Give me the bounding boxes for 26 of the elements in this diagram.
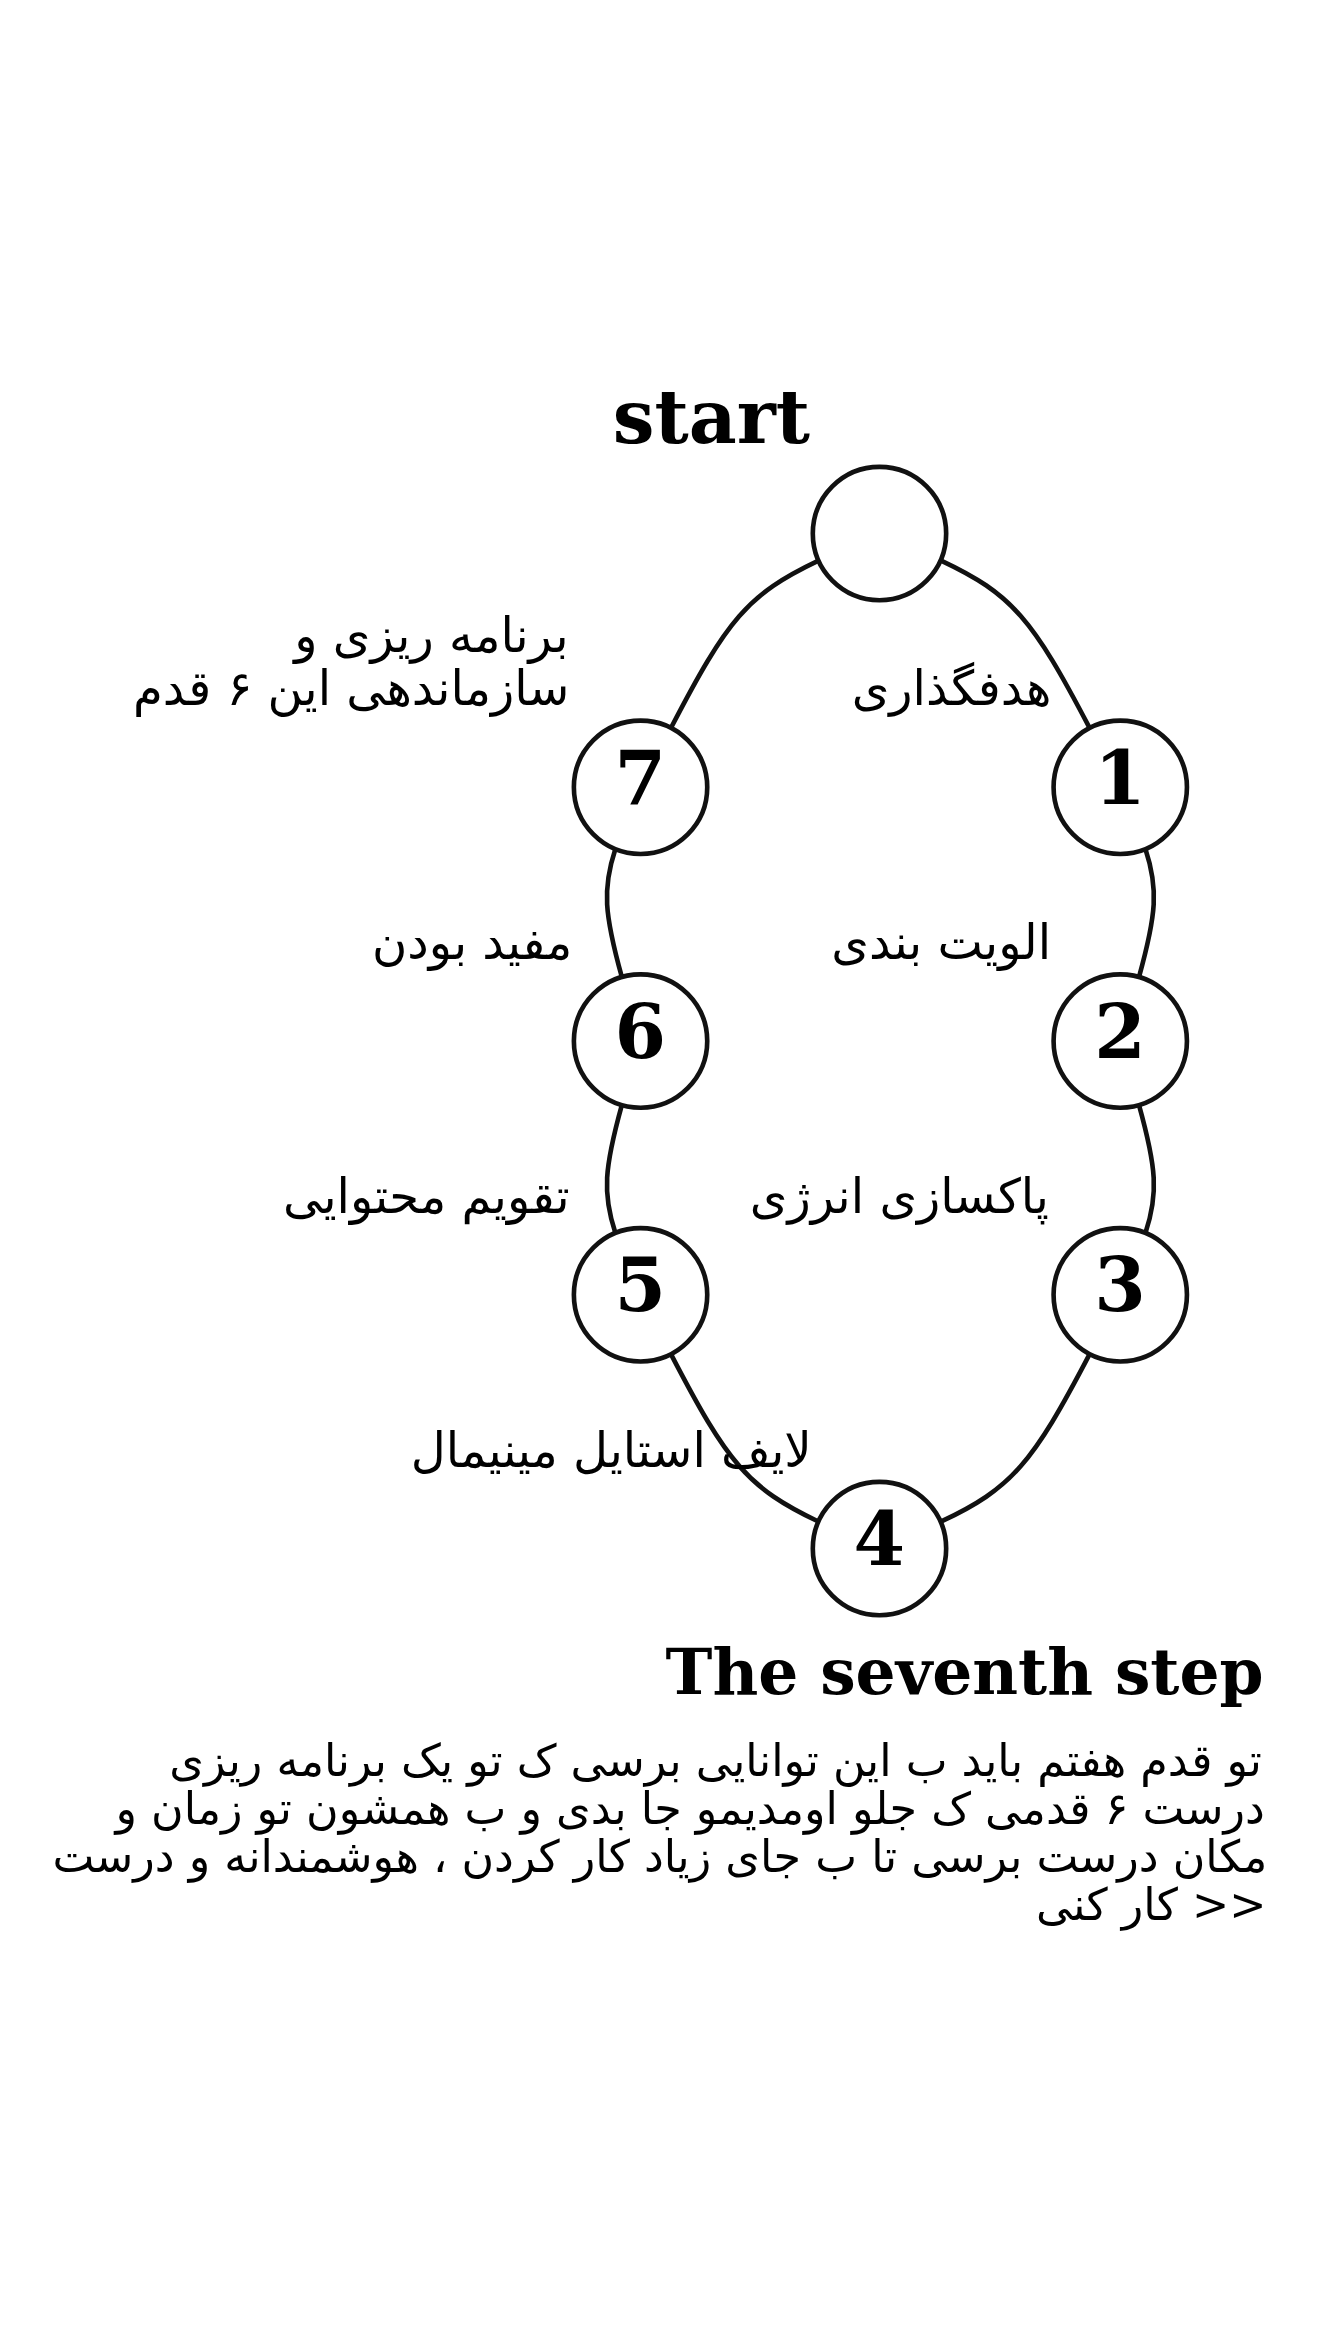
node-label: الویت بندی (831, 913, 1052, 970)
node-label: لایف استایل مینیمال (410, 1421, 812, 1478)
caption: تو قدم هفتم باید ب این توانایی برسی ک تو یک برنامه ریزی درست ۶ قدمی ک جلو اومدیمو جا بدی و ب همشون تو زمان و مکان درست برسی تا ب جای زیاد کار کردن ، هوشمندانه و درست کار کنی >> (52, 1734, 1268, 1930)
node-label: start (612, 372, 810, 460)
node-circle: 2 (1051, 971, 1190, 1110)
connector (604, 848, 624, 977)
node-circle: 7 (571, 717, 710, 856)
connector (669, 1353, 820, 1524)
node-label: تقویم محتوایی (283, 1167, 570, 1224)
connector (1136, 1104, 1157, 1233)
connector (1136, 848, 1157, 978)
diagram-title: The seventh step (665, 1634, 1264, 1709)
node-circle: 4 (810, 1479, 949, 1618)
node-circle (810, 464, 949, 603)
connector (939, 1352, 1092, 1524)
node-circle: 5 (571, 1225, 710, 1364)
node-circle: 3 (1051, 1225, 1190, 1364)
node-circle: 1 (1051, 717, 1190, 856)
connector (669, 558, 820, 729)
node-label: برنامه ریزی و سازماندهی این ۶ قدم (133, 606, 570, 716)
node-circle: 6 (571, 971, 710, 1110)
connector (604, 1104, 625, 1234)
node-label: مفید بودن (371, 913, 573, 970)
connector (940, 557, 1092, 729)
node-label: پاکسازی انرژی (749, 1167, 1049, 1224)
node-label: هدفگذاری (851, 659, 1052, 716)
